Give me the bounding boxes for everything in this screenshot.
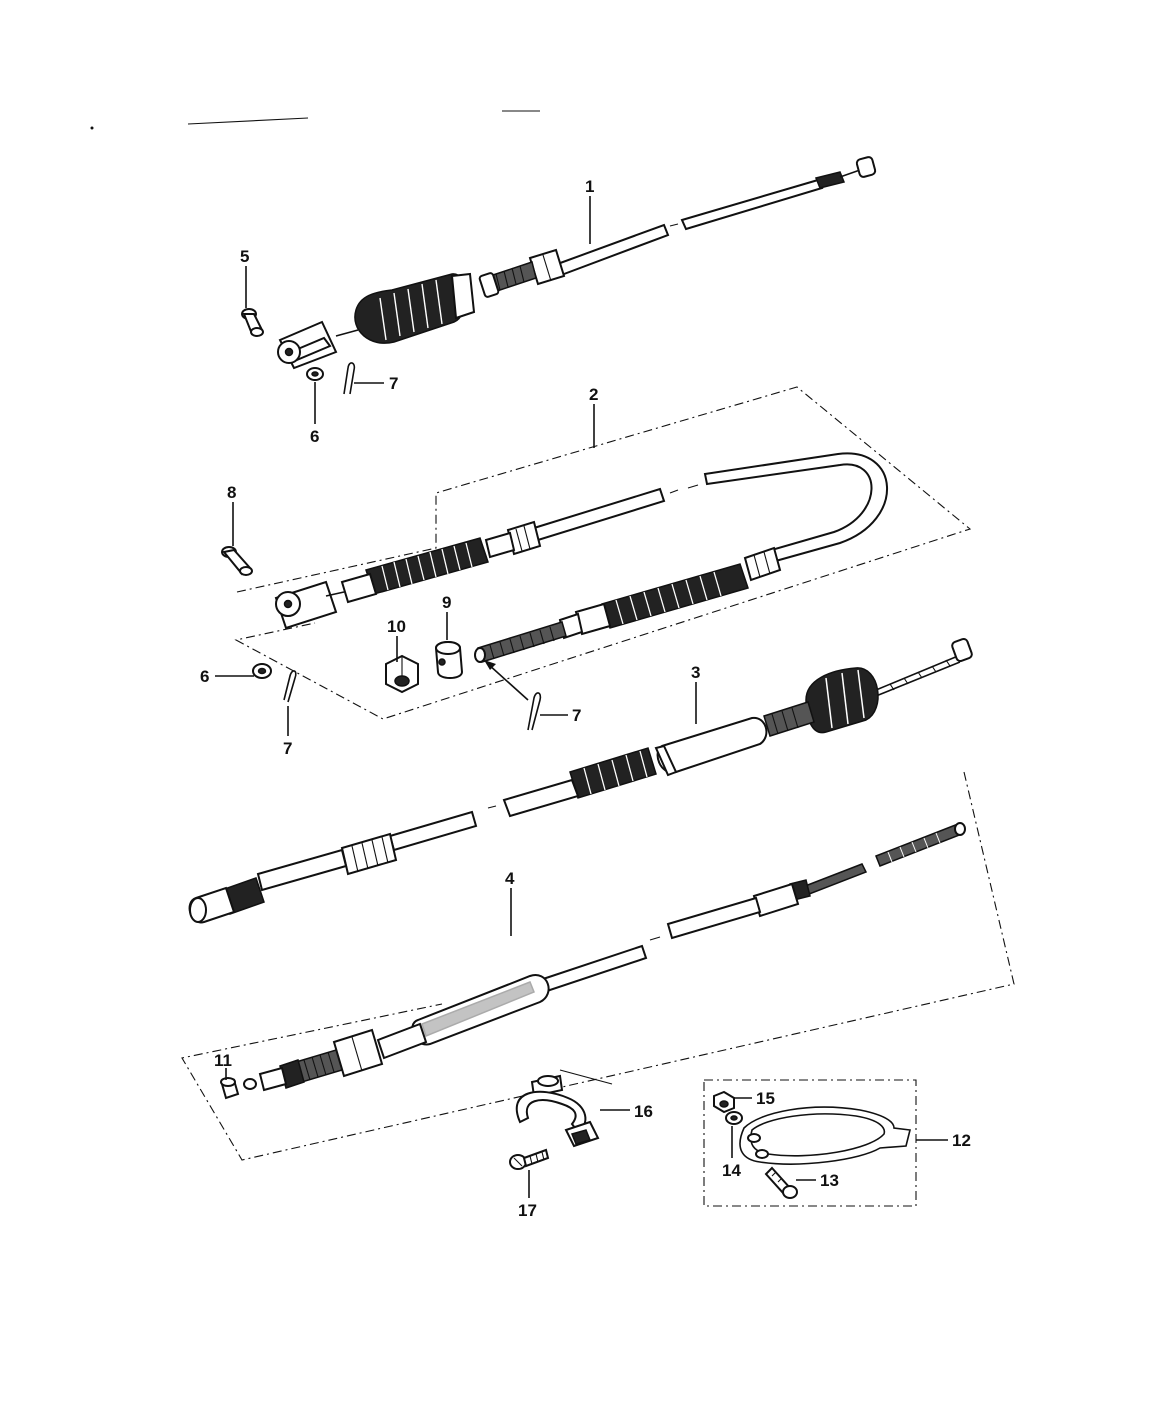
band-12 <box>739 1106 911 1165</box>
callout-3: 3 <box>691 663 700 682</box>
callout-7-mid-right: 7 <box>572 706 581 725</box>
callout-14: 14 <box>722 1161 741 1180</box>
washer-6-top <box>306 367 324 381</box>
callout-labels: 1 2 3 4 5 6 6 7 7 7 8 9 10 11 12 13 14 1… <box>200 177 971 1220</box>
callout-17: 17 <box>518 1201 537 1220</box>
callout-2: 2 <box>589 385 598 404</box>
cotter-pin-7-mid-left <box>283 670 297 703</box>
group-outline-12 <box>703 1079 917 1207</box>
callout-11: 11 <box>214 1051 232 1070</box>
callout-1: 1 <box>585 177 594 196</box>
cotter-pin-7-top <box>343 362 356 395</box>
callout-15: 15 <box>756 1089 775 1108</box>
callout-9: 9 <box>442 593 451 612</box>
clevis-pin-5 <box>241 308 264 337</box>
callout-7-mid-left: 7 <box>283 739 292 758</box>
callout-4: 4 <box>505 869 515 888</box>
cable-assembly-1 <box>277 156 877 370</box>
screw-17 <box>509 1148 550 1170</box>
callout-10: 10 <box>387 617 406 636</box>
callout-6-top: 6 <box>310 427 319 446</box>
callout-12: 12 <box>952 1131 971 1150</box>
callout-16: 16 <box>634 1102 653 1121</box>
screw-13 <box>764 1166 798 1199</box>
clamp-16 <box>515 1069 613 1148</box>
group-outline-2 <box>234 386 972 720</box>
nut-10 <box>385 654 419 694</box>
group-outline-4 <box>181 771 1015 1161</box>
collar-9 <box>434 641 464 679</box>
sleeve-11 <box>220 1077 240 1100</box>
leader-lines <box>215 196 948 1198</box>
stray-marks <box>90 110 540 130</box>
cotter-pin-7-mid-right <box>527 692 542 731</box>
cable-assembly-3 <box>188 637 973 924</box>
clevis-pin-8 <box>221 546 253 576</box>
callout-6-mid: 6 <box>200 667 209 686</box>
callout-8: 8 <box>227 483 236 502</box>
washer-6-mid <box>252 663 272 679</box>
nut-15 <box>713 1090 735 1114</box>
callout-13: 13 <box>820 1171 839 1190</box>
washer-14 <box>725 1111 743 1125</box>
callout-7-top: 7 <box>389 374 398 393</box>
cable-assembly-4 <box>243 822 966 1092</box>
callout-5: 5 <box>240 247 249 266</box>
cable-assembly-2 <box>274 452 888 701</box>
